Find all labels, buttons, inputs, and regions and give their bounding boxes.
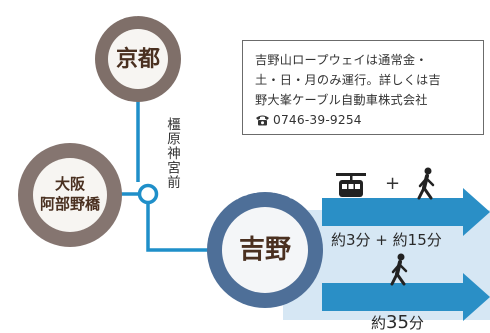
notice-line-1: 吉野山ロープウェイは通常金・ (255, 53, 428, 67)
walking-person-icon-2 (390, 253, 408, 286)
kashihara-junction-dot (137, 183, 159, 205)
ropeway-route-time: 約3分 + 約15分 (331, 231, 442, 249)
notice-phone-number: 0746-39-9254 (273, 113, 362, 127)
notice-line-3: 野大峯ケーブル自動車株式会社 (255, 93, 428, 107)
ropeway-route-arrow (322, 188, 490, 236)
operation-notice: 吉野山ロープウェイは通常金・ 土・日・月のみ運行。詳しくは吉 野大峯ケーブル自動… (242, 40, 484, 135)
ropeway-gondola-icon (336, 173, 366, 197)
station-abenobashi-name: 大阪 阿部野橋 (34, 174, 106, 214)
abenobashi-name-line2: 阿部野橋 (39, 195, 100, 213)
kyoto-ring-text: KYOTO (114, 8, 161, 24)
ropeway-plus-sign: + (385, 173, 401, 194)
walk-time-prefix: 約 (371, 314, 387, 332)
train-line (110, 100, 210, 252)
abenobashi-name-line1: 大阪 (54, 175, 85, 193)
station-kyoto-name: 京都 (115, 46, 160, 72)
svg-text:KYOTO: KYOTO (114, 8, 163, 24)
walking-person-icon (417, 167, 435, 200)
station-kashihara-name: 橿原神宮前 (164, 117, 180, 190)
telephone-icon (256, 115, 269, 126)
walk-time-value: 35 (386, 312, 409, 333)
station-yoshino-ring: YOSHINO (207, 184, 323, 308)
walk-route-time: 約35分 (371, 312, 424, 333)
walk-route-arrow (322, 273, 490, 321)
notice-line-2: 土・日・月のみ運行。詳しくは吉 (255, 73, 441, 87)
station-kyoto-ring: KYOTO (95, 8, 181, 102)
notice-phone-row: 0746-39-9254 (255, 110, 473, 130)
walk-time-unit: 分 (408, 314, 424, 332)
station-yoshino-name: 吉野 (238, 235, 291, 265)
